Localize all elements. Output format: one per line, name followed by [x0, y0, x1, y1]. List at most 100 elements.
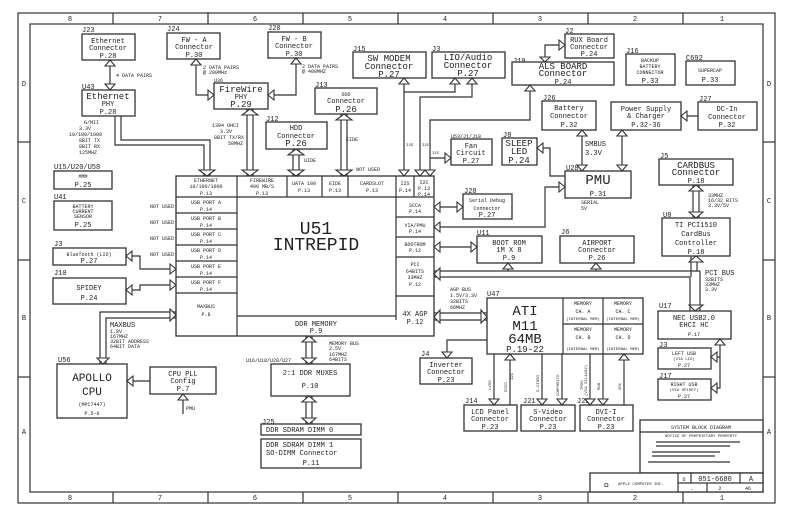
svg-text:P.32: P.32 [561, 122, 578, 130]
svg-text:P.27: P.27 [378, 70, 400, 80]
svg-text:U16/U18/U28/U27: U16/U18/U28/U27 [246, 358, 291, 364]
svg-text:Connector: Connector [365, 62, 414, 72]
svg-text:ODD: ODD [341, 92, 350, 98]
svg-text:BlueTooth (LIO): BlueTooth (LIO) [66, 252, 111, 258]
j2-rux-board-connector: J2 RUX Board Connector P.24 [564, 28, 615, 59]
j8-sleep-led: J8 SLEEP LED P.24 [501, 132, 538, 166]
col-label: 3 [538, 495, 542, 503]
svg-text:Connector: Connector [473, 206, 500, 212]
row-label: D [22, 81, 26, 89]
svg-text:PCI: PCI [410, 262, 419, 268]
row-label: B [22, 315, 26, 323]
j3-left-usb: J3 LEFT USB (VIA LIO) P.27 [657, 342, 712, 370]
col-label: 5 [348, 16, 352, 24]
svg-text:Connector: Connector [550, 113, 588, 121]
j16-backup-battery-connector: J16 BACKUP BATTERY CONNECTOR P.33 [625, 48, 676, 86]
svg-text:33MHZ: 33MHZ [407, 275, 422, 281]
drawing-number: 051-6680 [698, 476, 732, 484]
svg-text:J12: J12 [266, 116, 279, 124]
svg-text:Connector: Connector [672, 168, 721, 178]
svg-text:RGB: RGB [598, 382, 602, 390]
svg-text:P.13: P.13 [256, 191, 268, 197]
svg-text:125MHZ: 125MHZ [79, 150, 97, 156]
svg-text:5V: 5V [581, 206, 587, 212]
svg-text:P.11: P.11 [303, 460, 320, 468]
title-block-title: SYSTEM BLOCK DIAGRAM [671, 425, 731, 431]
svg-text:COMPOSITE: COMPOSITE [557, 374, 561, 396]
col-label: 1 [720, 16, 724, 24]
svg-text:S-VIDEO: S-VIDEO [537, 375, 541, 392]
svg-text:P.14: P.14 [399, 188, 411, 194]
fan-circuit: U53/J1/J18 Fan Circuit P.27 [450, 134, 493, 166]
svg-text:CH. C: CH. C [615, 309, 630, 315]
j3-lio-audio-connector: J3 LIO/Audio Connector P.27 [431, 46, 506, 79]
svg-text:Config: Config [170, 378, 195, 386]
svg-text:J21: J21 [523, 398, 536, 406]
j20-fw-b-connector: J20 FW - B Connector P.30 [267, 25, 322, 59]
svg-text:32BITS: 32BITS [450, 299, 468, 305]
svg-text:DDR SDRAM DIMM 1: DDR SDRAM DIMM 1 [266, 442, 333, 450]
svg-text:3.3V: 3.3V [585, 150, 603, 158]
svg-text:NOT USED: NOT USED [150, 252, 174, 258]
svg-text:U17: U17 [659, 303, 672, 311]
col-label: 1 [720, 495, 724, 503]
svg-text:J10: J10 [54, 270, 67, 278]
svg-text:SCCA: SCCA [409, 203, 421, 209]
j23-ethernet-connector: J23 Ethernet Connector P.28 [81, 27, 136, 61]
svg-text:Connector: Connector [327, 98, 365, 106]
svg-text:P.27: P.27 [678, 363, 690, 369]
svg-text:U11: U11 [477, 230, 490, 238]
svg-text:TMDS: TMDS [581, 380, 585, 390]
svg-text:MEMORY: MEMORY [574, 327, 592, 333]
svg-text:P.26: P.26 [285, 139, 307, 149]
svg-text:P.23: P.23 [482, 424, 499, 432]
svg-text:Ethernet: Ethernet [86, 92, 129, 102]
svg-text:CH. B: CH. B [575, 335, 590, 341]
svg-text:P.32-36: P.32-36 [631, 122, 660, 130]
svg-text:APPLE COMPUTER INC.: APPLE COMPUTER INC. [618, 483, 664, 487]
j26-battery-connector: J26 Battery Connector P.32 [541, 95, 597, 131]
svg-text:U53/J1/J18: U53/J1/J18 [451, 134, 481, 140]
svg-text:VIA/PMU: VIA/PMU [404, 223, 425, 229]
col-label: 7 [158, 495, 162, 503]
svg-text:P.19-22: P.19-22 [506, 345, 544, 355]
svg-text:J20: J20 [268, 25, 281, 33]
svg-text:P.17: P.17 [688, 332, 700, 338]
svg-text:Connector: Connector [587, 416, 625, 424]
svg-text:4 DATA PAIRS: 4 DATA PAIRS [116, 73, 152, 79]
svg-text:U41: U41 [54, 194, 67, 202]
svg-text:MMM: MMM [78, 174, 87, 180]
svg-text:2.5V: 2.5V [329, 346, 341, 352]
svg-text:LEFT USB: LEFT USB [672, 351, 696, 357]
svg-text:Connector: Connector [539, 69, 588, 79]
svg-text:ETHERNET: ETHERNET [194, 178, 218, 184]
row-label: C [22, 198, 26, 206]
svg-text:66MHZ: 66MHZ [450, 305, 465, 311]
svg-text:16/32 BITS: 16/32 BITS [708, 198, 738, 204]
svg-text:U56: U56 [58, 357, 71, 365]
svg-text:J5: J5 [660, 153, 668, 161]
j13-odd-connector: J13 ODD Connector P.26 [314, 82, 378, 115]
svg-text:10/100/1000: 10/100/1000 [69, 132, 102, 138]
j10-spidey: J10 SPIDEY P.24 [52, 270, 127, 305]
svg-text:BATTERY: BATTERY [72, 204, 93, 210]
svg-text:SMBUS: SMBUS [585, 141, 606, 149]
svg-text:P.31: P.31 [590, 191, 607, 199]
svg-text:Battery: Battery [554, 105, 583, 113]
svg-text:P.33: P.33 [642, 78, 659, 86]
svg-text:RUX Board: RUX Board [570, 37, 608, 45]
svg-text:MEMORY: MEMORY [574, 301, 592, 307]
svg-text:P.27: P.27 [81, 258, 98, 266]
svg-text:1M X 8: 1M X 8 [496, 247, 521, 255]
svg-text:ALS BOARD: ALS BOARD [539, 62, 588, 72]
svg-text:AIRPORT: AIRPORT [582, 240, 611, 248]
row-label: B [767, 315, 771, 323]
svg-text:CARDBUS: CARDBUS [677, 161, 715, 171]
column-dividers [18, 13, 775, 503]
inner-frame [29, 23, 764, 493]
svg-text:CURRENT: CURRENT [72, 209, 93, 215]
svg-text:SUPERCAP: SUPERCAP [698, 68, 722, 74]
svg-text:50MHZ: 50MHZ [228, 141, 243, 147]
j21-s-video-connector: J21 S-Video Connector P.23 [520, 398, 576, 432]
svg-text:J2: J2 [565, 28, 573, 36]
